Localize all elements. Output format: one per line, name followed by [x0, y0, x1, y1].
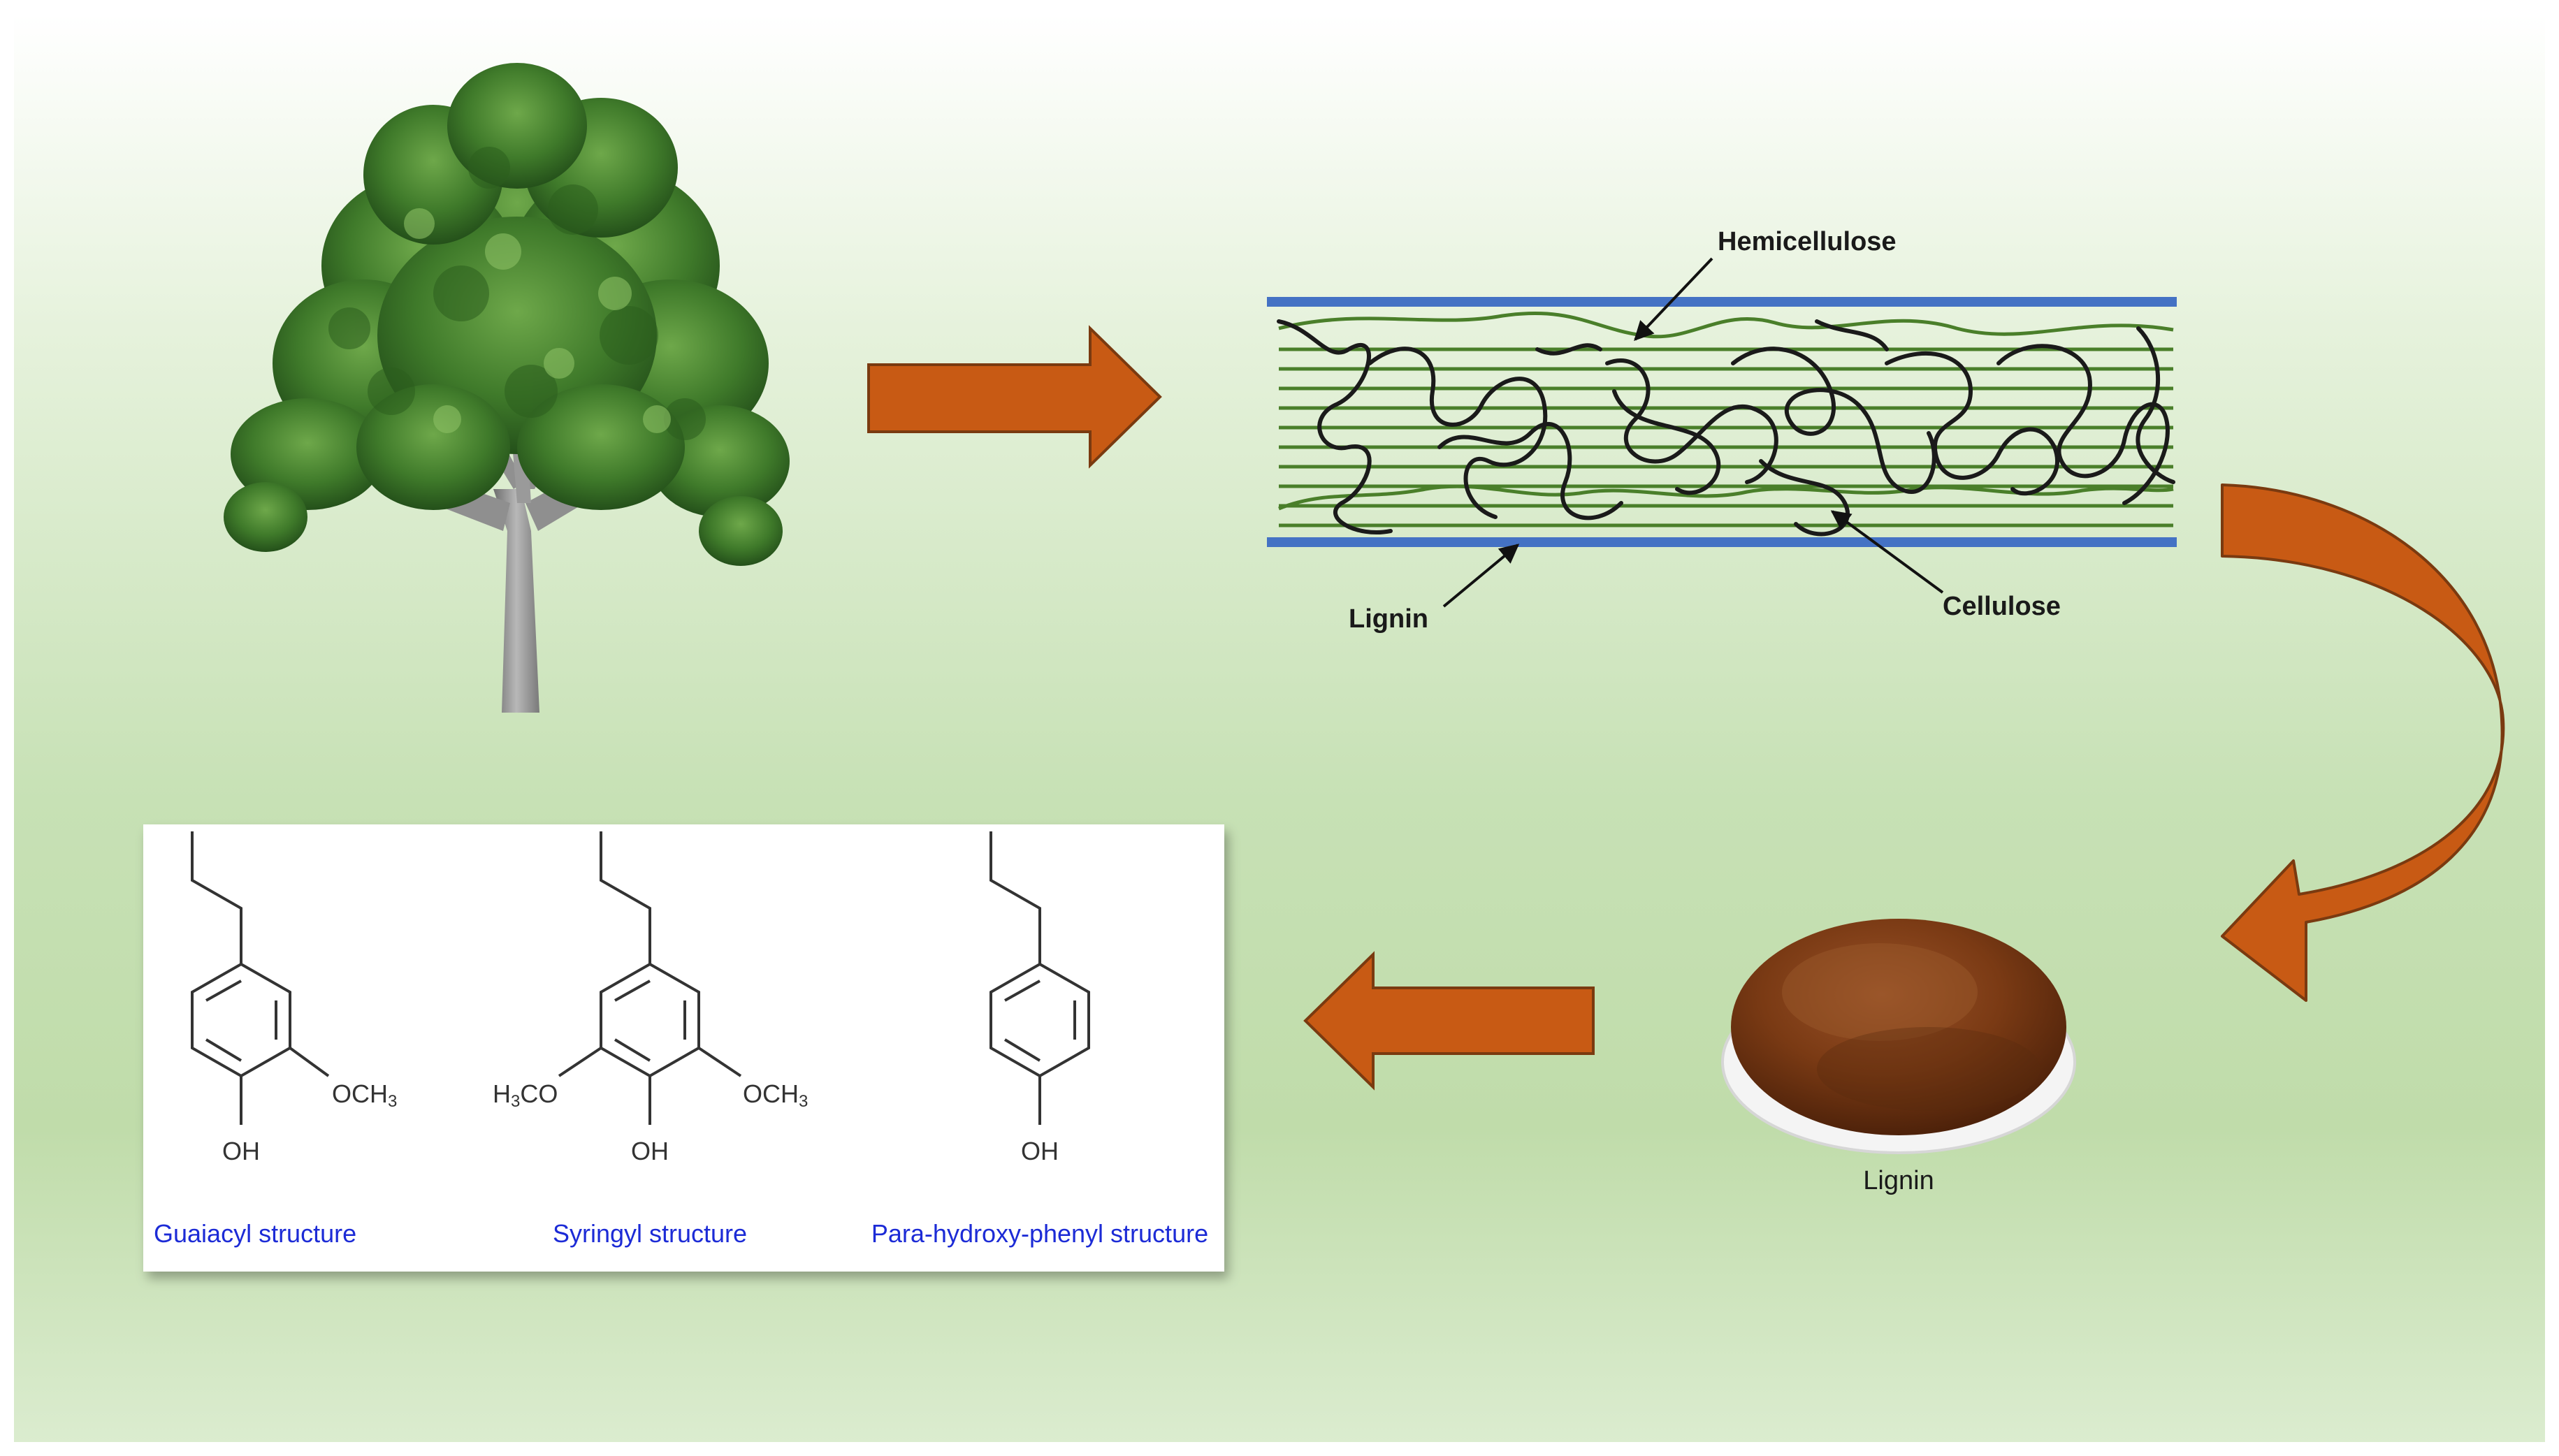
syringyl-structure: H3CO OCH3 OH Syringyl structure: [493, 831, 808, 1248]
arrow-curved-down: [2221, 483, 2505, 1002]
lignin-powder-icon: [1721, 919, 2076, 1154]
para-hydroxy-phenyl-structure: OH Para-hydroxy-phenyl structure: [871, 831, 1208, 1248]
syringyl-bottom-group: OH: [631, 1137, 669, 1165]
guaiacyl-bottom-group: OH: [222, 1137, 260, 1165]
syringyl-left-rest: CO: [520, 1079, 558, 1108]
lignin-pointer: [1442, 544, 1520, 608]
syringyl-left-sub: 3: [511, 1092, 520, 1111]
guaiacyl-structure: OCH3 OH Guaiacyl structure: [154, 831, 397, 1248]
syringyl-left-h: H: [493, 1079, 511, 1108]
syringyl-right-sub: 3: [799, 1092, 808, 1111]
svg-text:H3CO: H3CO: [493, 1079, 558, 1111]
svg-text:OCH3: OCH3: [743, 1079, 808, 1111]
hemicellulose-strand: [1278, 312, 2174, 339]
arrow-left-2: [1303, 951, 1595, 1091]
arrow-right-1: [867, 325, 1162, 469]
cellulose-pointer: [1830, 510, 1944, 594]
hemicellulose-pointer: [1634, 257, 1713, 342]
lignin-tangles: [1277, 319, 2175, 537]
syringyl-label: Syringyl structure: [553, 1219, 747, 1248]
lignin-fiber-label: Lignin: [1349, 604, 1428, 634]
hemicellulose-label: Hemicellulose: [1718, 227, 1897, 256]
tree-icon: [224, 63, 790, 713]
lignin-powder-label: Lignin: [1863, 1166, 1934, 1195]
guaiacyl-right-group: OCH: [332, 1079, 388, 1108]
para-hydroxy-phenyl-bottom-group: OH: [1021, 1137, 1059, 1165]
cellulose-strands: [1279, 347, 2173, 527]
syringyl-right-group: OCH: [743, 1079, 799, 1108]
cellulose-label: Cellulose: [1943, 592, 2061, 621]
para-hydroxy-phenyl-label: Para-hydroxy-phenyl structure: [871, 1219, 1208, 1248]
guaiacyl-label: Guaiacyl structure: [154, 1219, 356, 1248]
svg-text:OCH3: OCH3: [332, 1079, 397, 1111]
guaiacyl-right-sub: 3: [388, 1092, 397, 1111]
structures-panel: OCH3 OH Guaiacyl structure H3CO OCH3 OH …: [143, 824, 1224, 1272]
lignocellulose-fiber: [1267, 297, 2177, 547]
